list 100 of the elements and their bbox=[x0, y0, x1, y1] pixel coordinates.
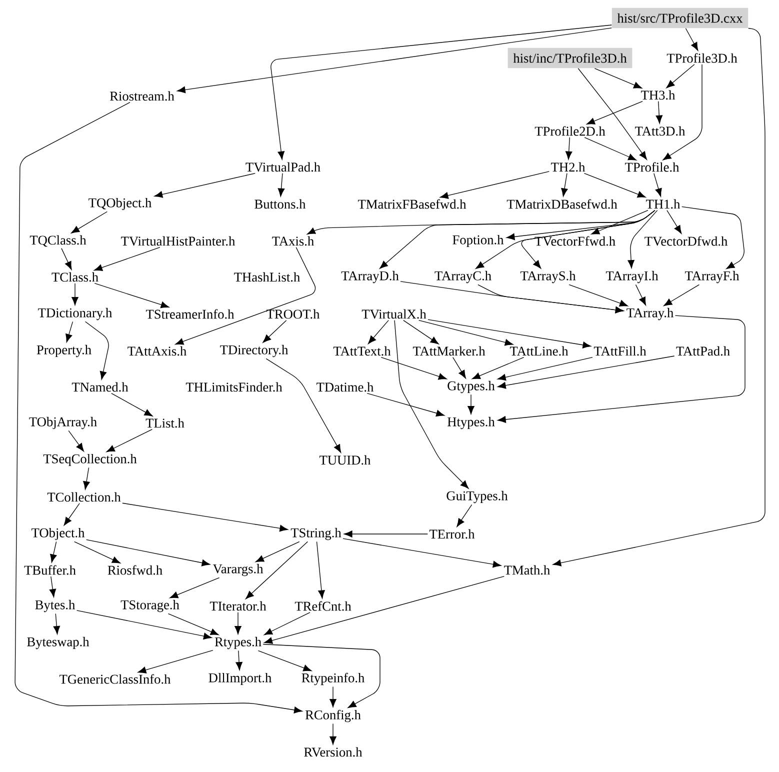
file-label: TCollection.h bbox=[47, 492, 121, 502]
file-label: TArrayC.h bbox=[434, 270, 492, 284]
file-label: TVectorDfwd.h bbox=[644, 236, 728, 246]
arrow bbox=[368, 320, 389, 344]
arrow bbox=[468, 394, 474, 414]
file-label: Riostream.h bbox=[110, 91, 174, 101]
arrow bbox=[552, 28, 766, 566]
file-label: TBuffer.h bbox=[24, 565, 76, 575]
arrow bbox=[245, 541, 308, 600]
file-label: TAttAxis.h bbox=[128, 346, 186, 356]
file-label: TRefCnt.h bbox=[294, 601, 352, 611]
arrow bbox=[71, 211, 108, 234]
arrow bbox=[584, 137, 637, 160]
highlighted-file-box: hist/inc/TProfile3D.h bbox=[508, 48, 632, 68]
arrow bbox=[264, 576, 504, 644]
arrow bbox=[86, 539, 210, 566]
file-label: Bytes.h bbox=[35, 600, 76, 612]
arrow bbox=[472, 357, 524, 380]
arrow bbox=[394, 320, 469, 489]
arrow bbox=[66, 321, 74, 342]
arrow bbox=[106, 429, 153, 452]
arrow bbox=[64, 503, 80, 526]
file-label: THLimitsFinder.h bbox=[186, 382, 282, 392]
arrow bbox=[270, 24, 612, 160]
arrow bbox=[666, 64, 695, 88]
file-label: TMatrixDBasefwd.h bbox=[506, 199, 618, 209]
arrow bbox=[111, 393, 153, 416]
arrow bbox=[685, 28, 698, 51]
file-label: TAxis.h bbox=[272, 236, 314, 246]
arrow bbox=[94, 283, 170, 308]
file-label: TAttFill.h bbox=[594, 346, 646, 356]
arrow bbox=[84, 321, 109, 380]
arrow bbox=[138, 650, 214, 674]
file-label: Property.h bbox=[36, 344, 92, 358]
file-label: Varargs.h bbox=[212, 564, 264, 576]
file-label: TArray.h bbox=[626, 308, 674, 320]
file-label: TAttPad.h bbox=[676, 346, 730, 356]
file-label: TVectorFfwd.h bbox=[534, 236, 616, 246]
file-label: Buttons.h bbox=[254, 199, 306, 209]
file-label: Htypes.h bbox=[448, 416, 495, 430]
arrow bbox=[561, 173, 568, 197]
arrow bbox=[565, 137, 572, 160]
file-label: GuiTypes.h bbox=[446, 490, 508, 504]
arrow bbox=[440, 171, 550, 199]
arrow bbox=[264, 612, 310, 636]
arrow bbox=[168, 613, 219, 636]
arrow bbox=[521, 210, 656, 269]
arrow bbox=[330, 723, 336, 745]
file-label: Gtypes.h bbox=[448, 380, 495, 394]
file-label: TH1.h bbox=[646, 199, 680, 209]
highlighted-file-box: hist/src/TProfile3D.cxx bbox=[612, 8, 748, 28]
file-label: TQClass.h bbox=[30, 235, 86, 247]
file-label: TROOT.h bbox=[266, 309, 320, 319]
arrow bbox=[170, 577, 220, 598]
arrow bbox=[666, 210, 682, 234]
file-label: TStorage.h bbox=[120, 600, 180, 612]
arrow bbox=[316, 541, 325, 599]
arrow bbox=[262, 644, 380, 708]
arrow bbox=[628, 210, 658, 268]
file-label: TAttMarker.h bbox=[412, 346, 486, 356]
arrow bbox=[50, 541, 57, 563]
arrow bbox=[682, 206, 744, 270]
arrow bbox=[154, 173, 256, 198]
file-label: TList.h bbox=[146, 418, 184, 428]
arrow bbox=[49, 576, 56, 598]
file-label: TArrayI.h bbox=[606, 270, 658, 284]
arrow bbox=[266, 358, 342, 453]
arrow bbox=[14, 102, 302, 714]
arrow bbox=[456, 504, 472, 527]
arrow bbox=[344, 530, 428, 538]
file-label: Rtypes.h bbox=[214, 636, 262, 650]
arrow bbox=[578, 68, 648, 160]
arrow bbox=[53, 613, 60, 634]
arrow bbox=[68, 430, 84, 452]
file-label: TDirectory.h bbox=[220, 344, 288, 358]
arrow bbox=[278, 173, 285, 197]
arrow bbox=[176, 28, 612, 94]
arrow bbox=[342, 538, 502, 568]
arrow bbox=[403, 320, 439, 344]
arrow bbox=[594, 68, 642, 88]
file-label: DllImport.h bbox=[208, 672, 272, 686]
file-label: TString.h bbox=[290, 528, 342, 540]
file-label: RConfig.h bbox=[305, 710, 361, 722]
file-label: THashList.h bbox=[234, 272, 300, 282]
file-label: TProfile.h bbox=[625, 162, 680, 172]
file-label: TProfile3D.h bbox=[666, 53, 738, 63]
arrow bbox=[497, 315, 746, 423]
arrow bbox=[366, 393, 445, 417]
file-label: TVirtualPad.h bbox=[246, 162, 320, 172]
file-label: Rtypeinfo.h bbox=[302, 672, 364, 686]
file-label: TProfile2D.h bbox=[534, 126, 606, 136]
arrow bbox=[418, 320, 514, 346]
arrow bbox=[175, 247, 316, 345]
file-label: TMatrixFBasefwd.h bbox=[358, 199, 466, 209]
file-label: TDictionary.h bbox=[38, 308, 112, 320]
arrow bbox=[452, 357, 466, 379]
arrow bbox=[74, 541, 120, 564]
file-label: TStreamerInfo.h bbox=[146, 309, 234, 319]
file-label: TAttLine.h bbox=[510, 346, 568, 356]
file-label: TError.h bbox=[429, 529, 475, 539]
